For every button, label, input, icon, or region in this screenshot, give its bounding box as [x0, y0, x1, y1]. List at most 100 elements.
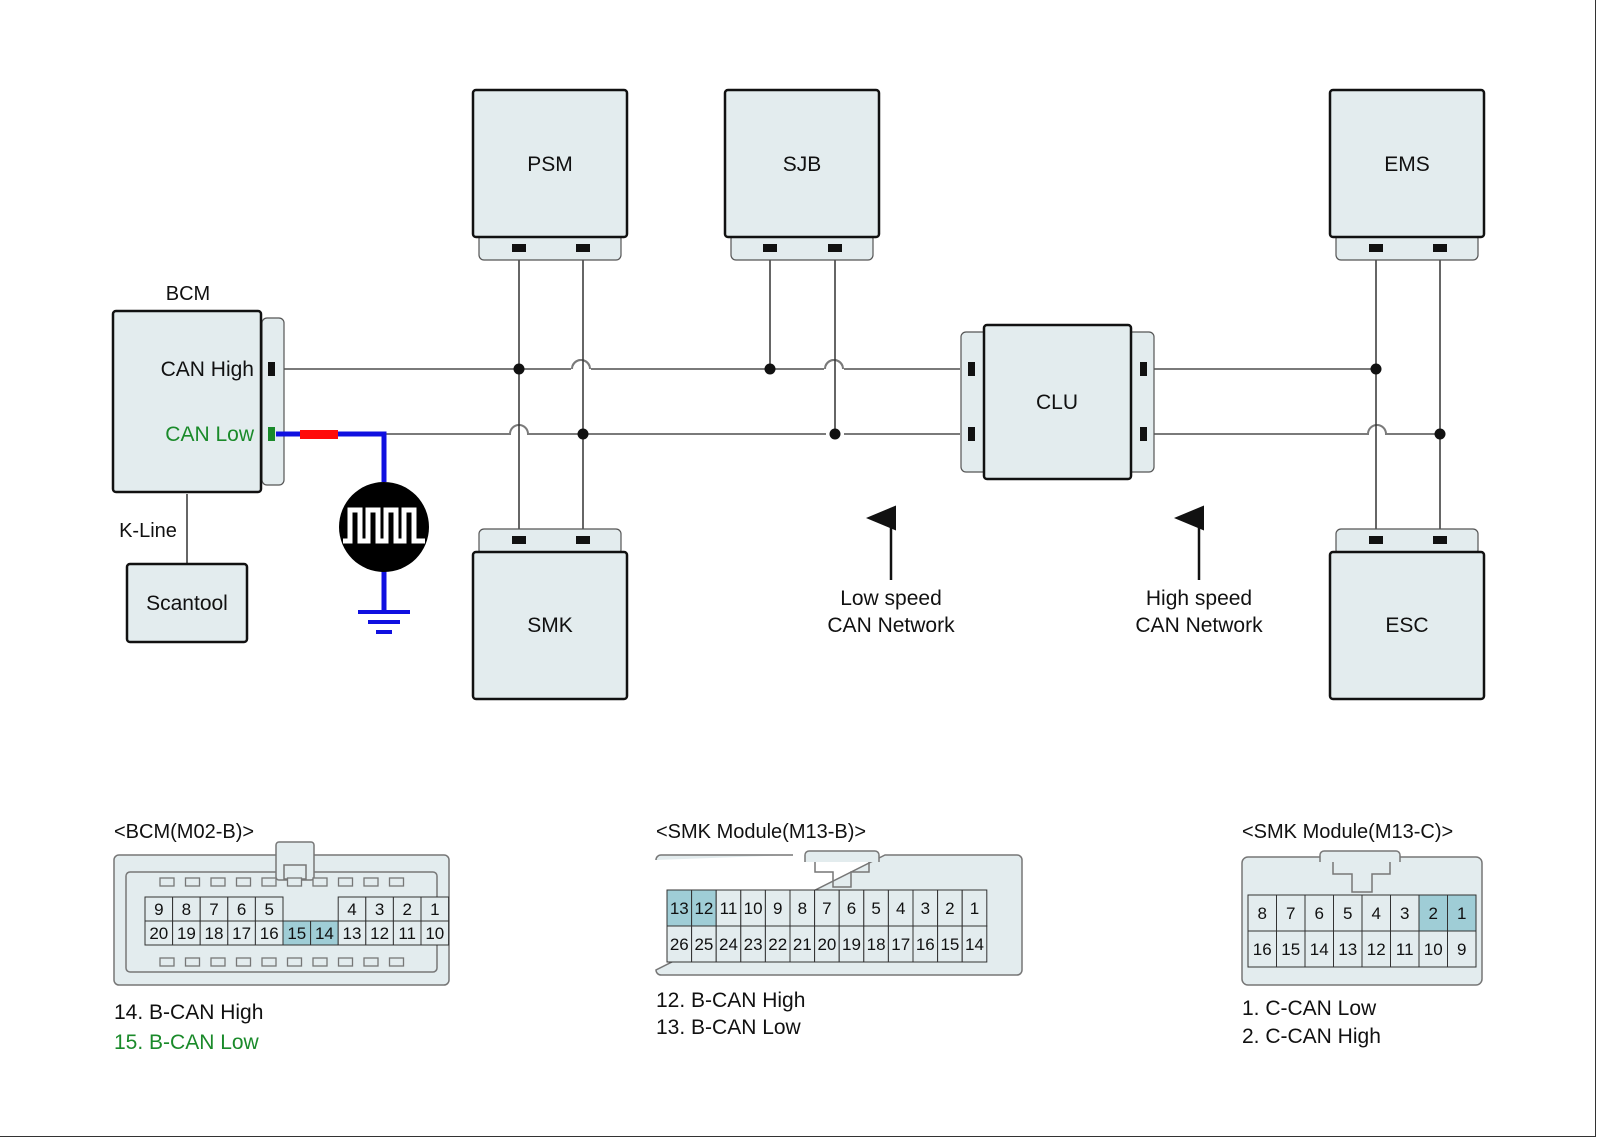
- can-low-bus: [384, 424, 1440, 435]
- connector-latch: [184, 877, 201, 887]
- connector-pin: [1447, 930, 1477, 968]
- connector-pin-number: 10: [744, 899, 763, 918]
- smk-module[interactable]: SMK: [471, 528, 629, 701]
- drop-wires: [186, 249, 1441, 563]
- connector-pin-number: 5: [1343, 904, 1352, 923]
- connector-latch: [210, 957, 226, 967]
- connector-latch: [159, 877, 175, 887]
- connector-pin: [144, 920, 174, 946]
- ground-icon: [358, 610, 410, 634]
- connector-pin-number: 17: [232, 924, 251, 943]
- connector-pin-number: 2: [402, 900, 411, 919]
- connector-pin: [1276, 894, 1306, 932]
- connector-pin: [1276, 930, 1306, 968]
- connector-pin: [392, 896, 422, 922]
- connector-pin-number: 12: [694, 899, 713, 918]
- bcm-module[interactable]: BCM CAN High CAN Low: [111, 283, 285, 494]
- legend-item: 14. B-CAN High: [114, 1001, 263, 1024]
- connector-pin-number: 2: [945, 899, 954, 918]
- connector-latch: [235, 957, 252, 967]
- bcm-connector-legend: 14. B-CAN High 15. B-CAN Low: [114, 1001, 263, 1054]
- connector-pin-number: 11: [720, 899, 738, 918]
- clu-module[interactable]: CLU: [960, 323, 1155, 481]
- connector-pin-number: 15: [1281, 940, 1300, 959]
- bcm-can-high-pin: [268, 362, 275, 376]
- psm-module[interactable]: PSM: [471, 88, 629, 261]
- connector-pin: [172, 896, 201, 922]
- connector-latch: [261, 877, 277, 887]
- connector-pin-number: 3: [375, 900, 384, 919]
- connector-latch: [184, 957, 201, 967]
- connector-pin-number: 14: [1310, 940, 1329, 959]
- connector-pin-number: 21: [793, 935, 812, 954]
- connector-pin: [912, 889, 939, 927]
- connector-pin-highlighted: [1418, 894, 1448, 932]
- connector-latch: [261, 957, 277, 967]
- connector-pin-highlighted: [310, 920, 339, 946]
- connector-pin: [227, 920, 256, 946]
- connector-pin-number: 4: [896, 899, 905, 918]
- legend-item: 12. B-CAN High: [656, 989, 805, 1012]
- connector-pin: [420, 896, 450, 922]
- connector-pin: [666, 925, 693, 963]
- low-speed-label-line1: Low speed: [840, 587, 942, 610]
- connector-latch: [312, 877, 328, 887]
- connector-pin-number: 15: [287, 924, 306, 943]
- connector-pin-number: 14: [315, 924, 334, 943]
- connector-latch: [159, 957, 175, 967]
- connector-pin: [740, 925, 766, 963]
- connector-pin-number: 25: [694, 935, 713, 954]
- connector-pin-highlighted: [691, 889, 717, 927]
- connector-pin-number: 19: [842, 935, 861, 954]
- ems-label: EMS: [1384, 153, 1430, 176]
- connector-pin-number: 5: [871, 899, 880, 918]
- bcm-label: BCM: [166, 283, 210, 305]
- connector-pin: [365, 896, 394, 922]
- connector-pin: [144, 896, 174, 922]
- connector-pin-number: 13: [670, 899, 689, 918]
- connector-pin-number: 19: [177, 924, 196, 943]
- esc-label: ESC: [1385, 614, 1428, 637]
- connector-pin-number: 9: [773, 899, 782, 918]
- connector-pin-number: 23: [744, 935, 763, 954]
- connector-pin: [1333, 930, 1363, 968]
- connector-pin-number: 6: [237, 900, 246, 919]
- connector-pin-number: 10: [1424, 940, 1443, 959]
- k-line-label: K-Line: [119, 520, 177, 542]
- connector-pin-number: 16: [1253, 940, 1272, 959]
- ems-module[interactable]: EMS: [1328, 88, 1486, 261]
- connector-pin-number: 16: [916, 935, 935, 954]
- connector-pin: [764, 889, 791, 927]
- connector-pin-number: 4: [347, 900, 356, 919]
- connector-pin-number: 13: [343, 924, 362, 943]
- connector-pin: [961, 925, 988, 963]
- esc-module[interactable]: ESC: [1328, 528, 1486, 701]
- connector-pin-number: 8: [798, 899, 807, 918]
- connector-pin: [1390, 894, 1420, 932]
- bcm-can-low-label: CAN Low: [165, 423, 255, 446]
- connector-pin-number: 6: [847, 899, 856, 918]
- connector-latch: [286, 877, 303, 887]
- connector-pin-number: 22: [768, 935, 787, 954]
- connector-pin: [254, 920, 284, 946]
- sjb-module[interactable]: SJB: [723, 88, 881, 261]
- connector-pin-number: 18: [205, 924, 224, 943]
- connector-pin: [1418, 930, 1448, 968]
- connector-pin-number: 8: [1258, 904, 1267, 923]
- connector-pin-number: 17: [891, 935, 910, 954]
- connector-pin-number: 18: [867, 935, 886, 954]
- scantool-module[interactable]: Scantool: [125, 562, 249, 644]
- connector-latch: [363, 957, 379, 967]
- connector-pin-number: 7: [822, 899, 831, 918]
- connector-pin-number: 10: [425, 924, 444, 943]
- smk-m13c-connector-legend: 1. C-CAN Low 2. C-CAN High: [1242, 997, 1381, 1048]
- connector-title: <SMK Module(M13-B)>: [656, 821, 866, 843]
- connector-pin: [715, 925, 742, 963]
- connector-pin: [254, 896, 284, 922]
- connector-pin: [420, 920, 450, 946]
